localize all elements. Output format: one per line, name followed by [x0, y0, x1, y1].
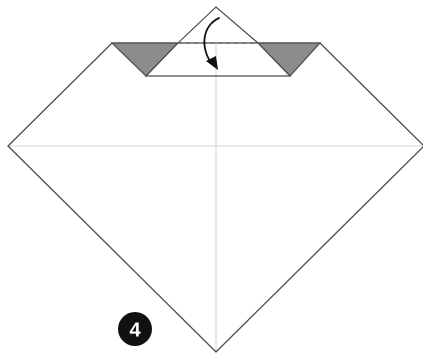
fold-arrow-icon [204, 18, 219, 70]
left-shaded-flap [112, 43, 178, 76]
top-tip-outline [178, 7, 258, 43]
step-number: 4 [129, 320, 141, 342]
step-badge: 4 [118, 312, 152, 346]
right-shaded-flap [258, 43, 320, 76]
